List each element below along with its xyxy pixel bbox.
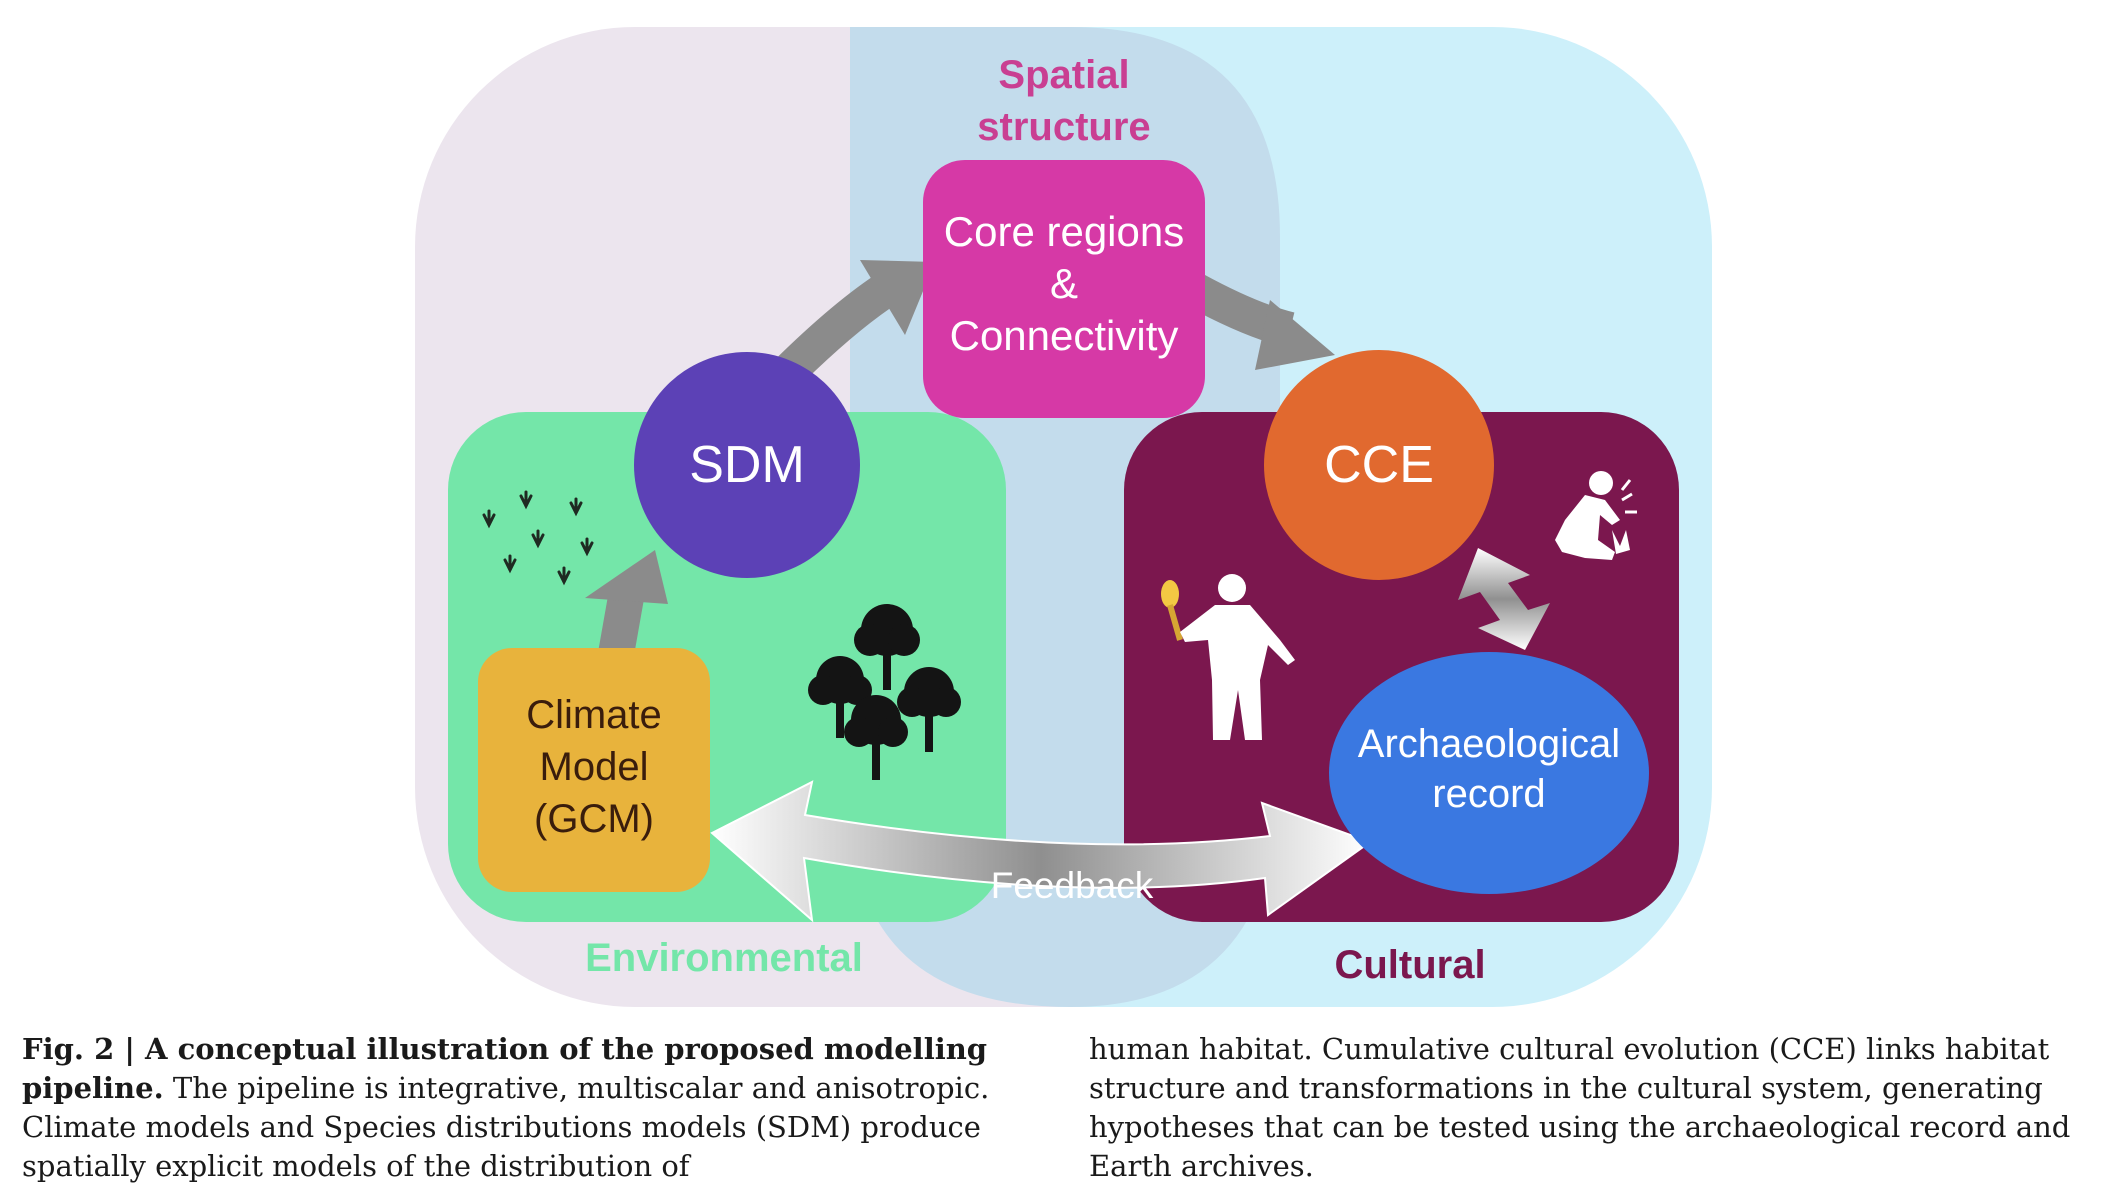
archaeological-record-label: Archaeological — [1358, 722, 1620, 766]
caption-left-column: Fig. 2 | A conceptual illustration of th… — [22, 1030, 1062, 1186]
pipeline-figure: Spatial structure Environmental Cultural… — [415, 27, 1712, 1007]
climate-model-box — [478, 648, 710, 892]
spatial-structure-label: Spatial — [998, 53, 1129, 97]
archaeological-record-ellipse — [1329, 652, 1649, 894]
caption-right-column: human habitat. Cumulative cultural evolu… — [1089, 1030, 2099, 1186]
caption-title: Fig. 2 | A conceptual illustration of th… — [22, 1032, 988, 1105]
core-regions-label: Connectivity — [950, 312, 1179, 359]
feedback-label: Feedback — [991, 865, 1154, 906]
cce-arch-double-arrow — [1458, 548, 1550, 650]
climate-model-label: Model — [540, 745, 649, 789]
trees-icon — [808, 604, 961, 780]
climate-model-label: (GCM) — [534, 797, 654, 841]
figure-caption: Fig. 2 | A conceptual illustration of th… — [22, 1030, 2092, 1183]
archaeological-record-label: record — [1432, 772, 1545, 816]
arrow-climate-to-sdm — [597, 587, 645, 663]
climate-model-label: Climate — [526, 693, 662, 737]
core-regions-box — [923, 160, 1205, 418]
cce-circle — [1264, 350, 1494, 580]
arrow-sdm-to-core-head — [860, 260, 935, 335]
spatial-structure-label: structure — [977, 105, 1150, 149]
caption-right-text: human habitat. Cumulative cultural evolu… — [1089, 1032, 2071, 1183]
sdm-circle — [634, 352, 860, 578]
sdm-label: SDM — [689, 436, 805, 494]
cultural-label: Cultural — [1334, 943, 1485, 987]
environmental-label: Environmental — [585, 936, 863, 980]
core-regions-label: & — [1050, 260, 1078, 307]
crouching-person-icon — [1555, 471, 1637, 560]
grass-icon — [482, 490, 594, 586]
arrow-core-to-cce-head — [1255, 300, 1335, 370]
caption-left-text: The pipeline is integrative, multiscalar… — [22, 1071, 990, 1183]
arrow-climate-to-sdm-head — [585, 550, 668, 604]
person-with-torch-icon — [1161, 574, 1295, 740]
cce-label: CCE — [1324, 436, 1434, 494]
core-regions-label: Core regions — [944, 208, 1184, 255]
